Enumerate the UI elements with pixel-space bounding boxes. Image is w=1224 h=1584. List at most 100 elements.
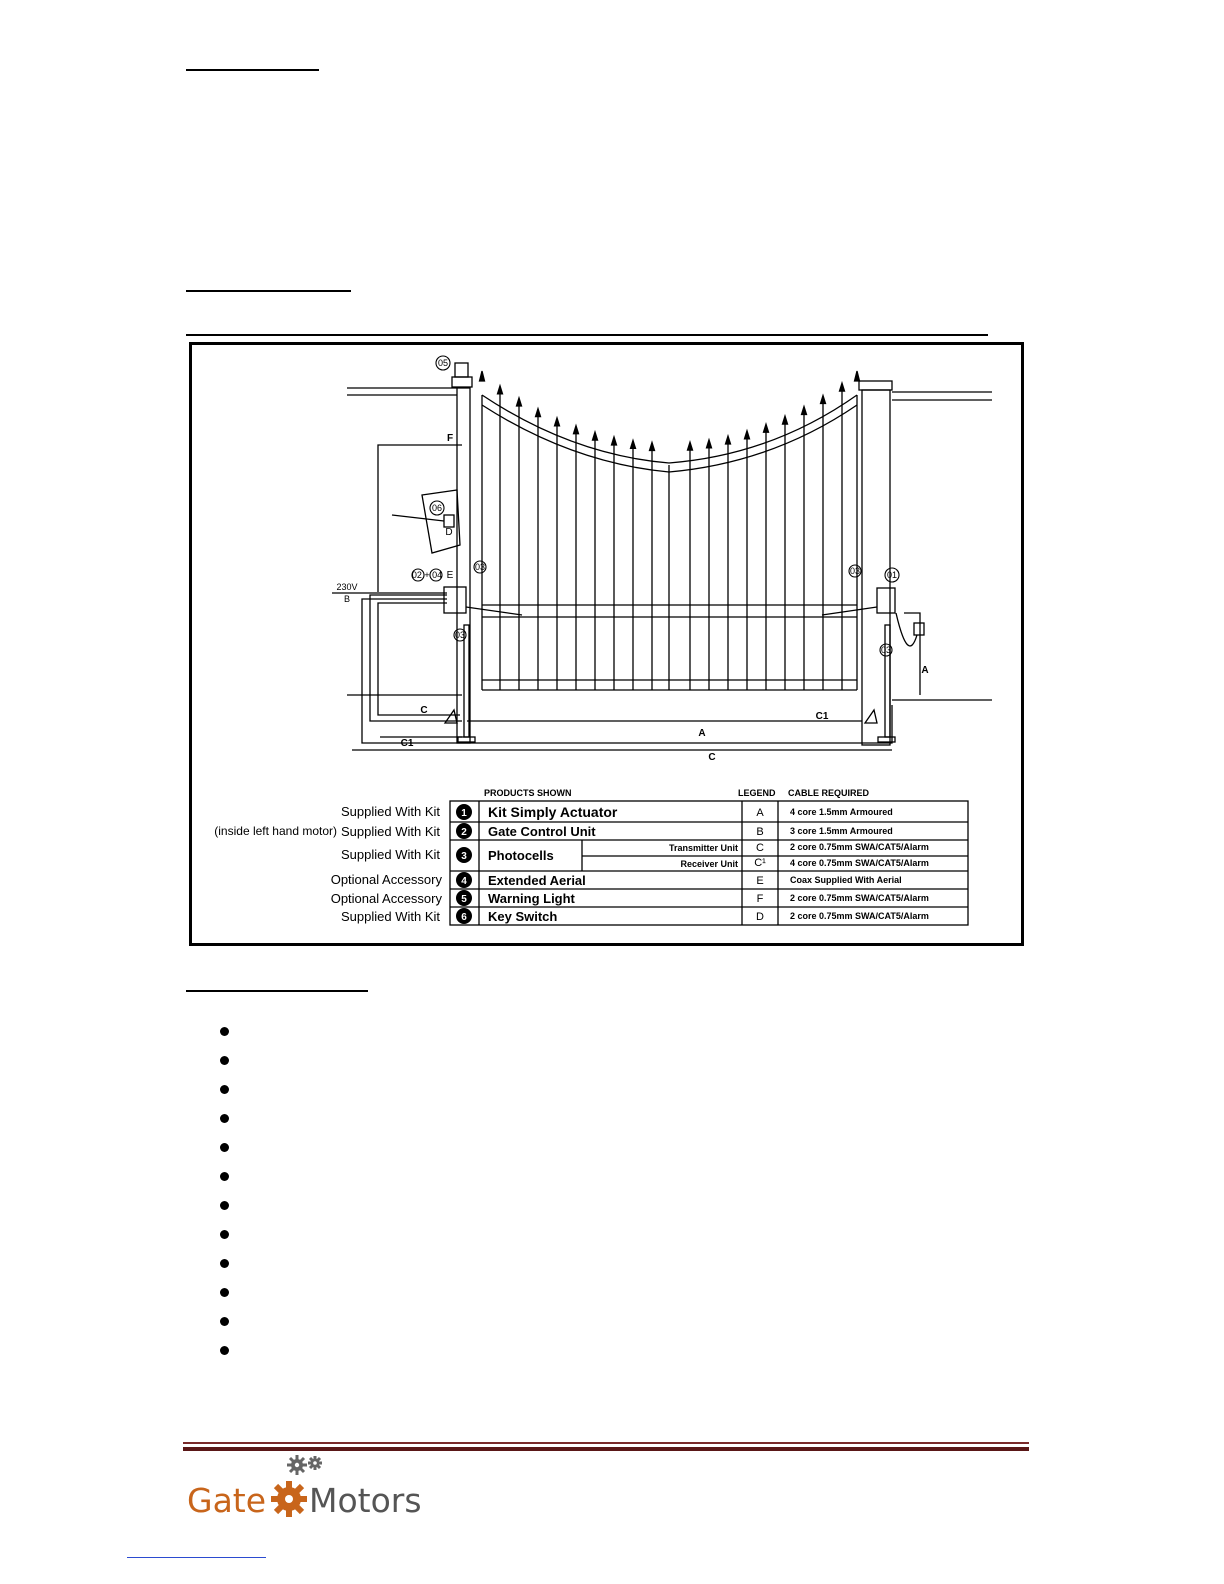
footer-link-underline[interactable] [127,1557,266,1558]
warning-light-base [451,376,473,388]
header-products: PRODUCTS SHOWN [484,788,572,798]
footer-rule [183,1442,1029,1444]
row5-legend: F [757,893,764,905]
receiver-legend: C¹ [754,857,766,869]
gate-spike [648,440,656,452]
section-heading-underline-2 [186,290,351,292]
receiver-cable: 4 core 0.75mm SWA/CAT5/Alarm [790,858,929,868]
row3-product: Photocells [488,848,554,863]
gate-spike [534,406,542,418]
keyswitch-plate [421,489,461,554]
row4-product: Extended Aerial [488,873,586,888]
row5-cable: 2 core 0.75mm SWA/CAT5/Alarm [790,893,929,903]
row6-legend: D [756,911,764,923]
bullet-dot-icon [220,1056,229,1065]
keyswitch-box [443,514,455,528]
cable-label-c-left: C [420,705,427,716]
bullet-dot-icon [220,1085,229,1094]
row2-status: Supplied With Kit [341,824,440,839]
left-motor [443,586,467,614]
row1-product: Kit Simply Actuator [488,804,618,820]
callout-03-bl: 03 [455,630,465,640]
row4-status: Optional Accessory [331,872,443,887]
callout-06: 06 [432,503,442,513]
right-photocell-post [884,624,891,738]
footer-rule-thick [183,1447,1029,1451]
bullet-dot-icon [220,1027,229,1036]
bullet-dot-icon [220,1288,229,1297]
gate-wiring-diagram: 05 06 D 02 + 04 E 03 03 03 01 03 F 230V … [214,355,992,926]
small-gears-icon [287,1455,322,1475]
gate-spike [819,393,827,405]
cable-label-c-bottom: C [708,752,715,763]
gate-spike [591,429,599,441]
callout-05: 05 [438,358,448,368]
gate-bars [478,370,861,690]
bullet-dot-icon [220,1172,229,1181]
cable-label-f: F [447,433,453,444]
callout-03-br: 03 [881,645,891,655]
gate-spike [705,437,713,449]
row2-product: Gate Control Unit [488,824,596,839]
row6-product: Key Switch [488,909,557,924]
bullet-dot-icon [220,1201,229,1210]
gate-spike [838,380,846,392]
cable-label-230v: 230V [336,582,357,592]
cable-label-c1-right: C1 [816,711,829,722]
right-motor [876,587,896,614]
row5-status: Optional Accessory [331,891,443,906]
gear-icon [271,1481,307,1517]
row5-product: Warning Light [488,891,576,906]
gate-spike [478,370,486,382]
bullet-dot-icon [220,1230,229,1239]
bullet-dot-icon [220,1317,229,1326]
gate-spike [496,383,504,395]
callout-03-tr: 03 [850,566,860,576]
logo-word-motors: Motors [309,1481,422,1520]
warning-light-lamp [454,362,469,378]
row2-num: 2 [461,827,467,838]
right-pillar-cap [858,380,893,391]
callout-03-tl: 03 [475,562,485,572]
gate-spike [515,395,523,407]
row2-cable: 3 core 1.5mm Armoured [790,826,893,836]
row1-num: 1 [461,808,467,819]
gate-spike [572,423,580,435]
row1-status: Supplied With Kit [341,804,440,819]
transmitter-unit: Transmitter Unit [669,843,738,853]
row1-legend: A [756,807,764,819]
receiver-unit: Receiver Unit [680,859,738,869]
products-table [449,800,969,926]
row4-num: 4 [461,876,467,887]
callout-d: D [445,527,452,538]
row3-num: 3 [461,851,467,862]
row1-cable: 4 core 1.5mm Armoured [790,807,893,817]
logo-word-gate: Gate [187,1481,267,1520]
right-pillar [861,389,891,746]
bullet-dot-icon [220,1114,229,1123]
gate-spike [762,421,770,433]
header-legend: LEGEND [738,788,776,798]
header-cable: CABLE REQUIRED [788,788,870,798]
transmitter-legend: C [756,842,764,854]
mains-socket [913,622,925,636]
row4-legend: E [756,875,763,887]
row6-num: 6 [461,912,467,923]
gate-spike [553,415,561,427]
bullet-dot-icon [220,1259,229,1268]
cable-label-c1-left: C1 [401,738,414,749]
row2-note: (inside left hand motor) [214,824,337,838]
gate-spike [686,439,694,451]
gate-spike [610,434,618,446]
bullet-dot-icon [220,1346,229,1355]
row5-num: 5 [461,894,467,905]
cable-label-a-right: A [921,665,928,676]
gate-spike [629,438,637,450]
cable-label-a-bottom: A [698,728,705,739]
callout-02-04: 02 + 04 [412,570,442,580]
gate-spike [724,433,732,445]
left-photocell-post [463,624,470,738]
section-heading-underline-3 [186,334,988,336]
installation-diagram: 05 06 D 02 + 04 E 03 03 03 01 03 F 230V … [189,342,1024,946]
row3-status: Supplied With Kit [341,847,440,862]
